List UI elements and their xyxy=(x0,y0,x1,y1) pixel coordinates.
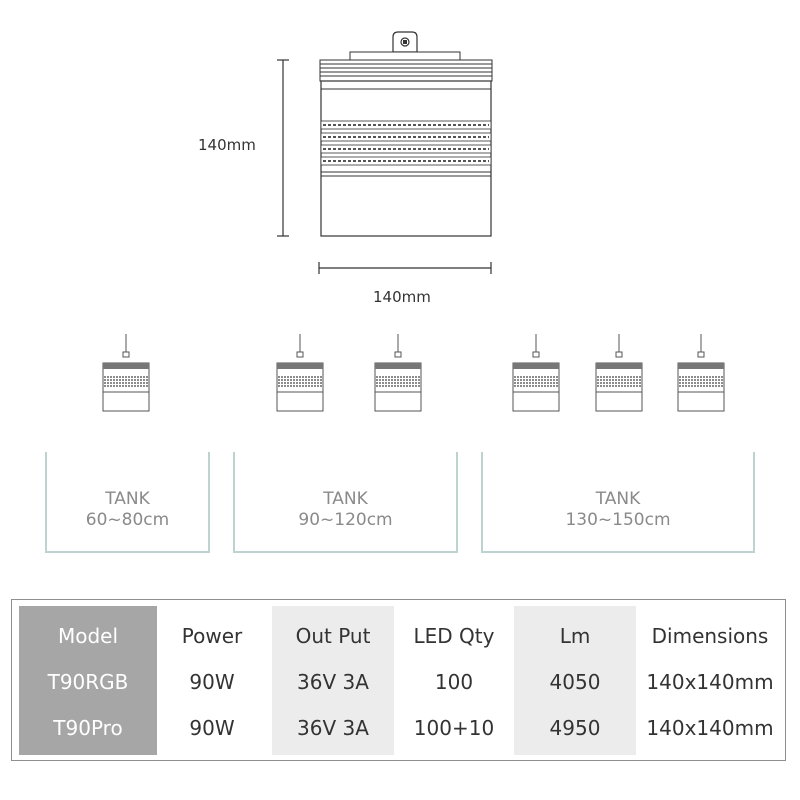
column-output: Out Put 36V 3A 36V 3A xyxy=(272,606,394,755)
column-power: Power 90W 90W xyxy=(157,606,267,755)
cell-output-1: 36V 3A xyxy=(297,670,369,694)
tank-large-title: TANK xyxy=(595,489,641,509)
vent-bands xyxy=(320,120,492,166)
tank-large-range: 130~150cm xyxy=(565,510,671,530)
cell-lumen-1: 4050 xyxy=(549,670,601,694)
tank-medium-title: TANK xyxy=(323,489,368,509)
small-lamp-icon xyxy=(102,334,150,412)
tank-large: TANK 130~150cm xyxy=(481,452,755,553)
header-dimensions: Dimensions xyxy=(651,624,769,648)
cell-dimensions-2: 140x140mm xyxy=(646,716,774,740)
product-front-diagram xyxy=(277,31,493,274)
column-dimensions: Dimensions 140x140mm 140x140mm xyxy=(636,606,784,755)
cell-power-2: 90W xyxy=(189,716,235,740)
cell-power-1: 90W xyxy=(189,670,235,694)
column-model: Model T90RGB T90Pro xyxy=(19,606,157,755)
small-lamp-icon xyxy=(374,334,422,412)
cell-output-2: 36V 3A xyxy=(297,716,369,740)
height-label: 140mm xyxy=(198,136,256,154)
tank-medium: TANK 90~120cm xyxy=(233,452,458,553)
tank-small-title: TANK xyxy=(105,489,150,509)
tank-lamp-illustrations xyxy=(102,334,725,412)
tank-small: TANK 60~80cm xyxy=(45,452,210,553)
header-led-qty: LED Qty xyxy=(413,624,495,648)
cell-model-1: T90RGB xyxy=(47,670,129,694)
cell-lumen-2: 4950 xyxy=(549,716,601,740)
tank-small-range: 60~80cm xyxy=(85,510,170,530)
cell-led-qty-1: 100 xyxy=(434,670,474,694)
top-cooling-fins xyxy=(319,59,493,82)
header-model: Model xyxy=(57,624,119,648)
cell-led-qty-2: 100+10 xyxy=(413,716,495,740)
cell-model-2: T90Pro xyxy=(53,716,123,740)
width-label: 140mm xyxy=(373,288,431,306)
spec-table: Model T90RGB T90Pro Power 90W 90W Out Pu… xyxy=(11,599,786,761)
tank-medium-range: 90~120cm xyxy=(298,510,393,530)
small-lamp-icon xyxy=(595,334,643,412)
column-led-qty: LED Qty 100 100+10 xyxy=(394,606,514,755)
width-dimension-line xyxy=(318,262,492,274)
column-lumen: Lm 4050 4950 xyxy=(514,606,636,755)
cell-dimensions-1: 140x140mm xyxy=(646,670,774,694)
small-lamp-icon xyxy=(677,334,725,412)
small-lamp-icon xyxy=(276,334,324,412)
header-output: Out Put xyxy=(295,624,371,648)
small-lamp-icon xyxy=(512,334,560,412)
height-dimension-line xyxy=(277,59,289,237)
header-power: Power xyxy=(181,624,243,648)
header-lumen: Lm xyxy=(559,624,591,648)
hanging-bracket xyxy=(392,31,418,53)
